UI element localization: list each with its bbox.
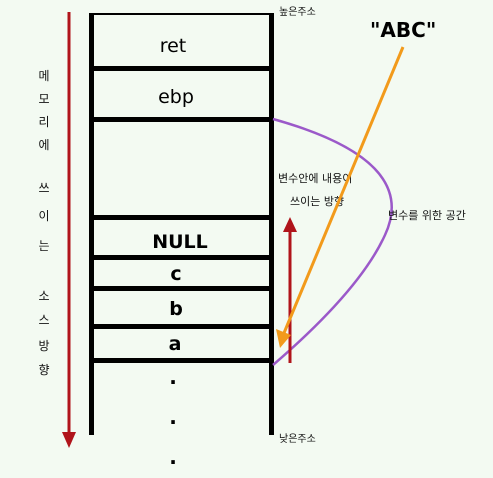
stack-cell-c: c xyxy=(170,263,181,285)
variable-write-direction-arrow xyxy=(283,217,297,363)
variable-arrow-head xyxy=(283,217,297,232)
write-direction-char: 리 xyxy=(38,115,49,129)
stack-cell-ebp: ebp xyxy=(158,86,194,108)
stack-left-border xyxy=(89,13,94,435)
input-arrow-shaft xyxy=(282,46,405,334)
variable-write-direction-line1: 변수안에 내용이 xyxy=(278,172,352,185)
direction-arrow-head xyxy=(62,432,76,448)
input-string-arrow xyxy=(276,46,405,348)
stack-cell-ret: ret xyxy=(160,35,187,57)
continuation-dot: . xyxy=(169,405,177,429)
variable-space-label: 변수를 위한 공간 xyxy=(388,209,466,222)
stack-cell-divider xyxy=(91,117,272,122)
write-direction-char: 소 xyxy=(38,289,49,303)
write-direction-char: 는 xyxy=(38,239,49,253)
write-direction-label: 메 모 리 에 쓰 이 는 소 스 방 향 xyxy=(38,69,49,377)
stack-cell-divider xyxy=(91,324,272,329)
stack-cell-null: NULL xyxy=(152,231,208,253)
write-direction-char: 모 xyxy=(38,92,49,106)
variable-space-brace xyxy=(272,117,393,366)
write-direction-char: 에 xyxy=(38,138,49,152)
stack-cell-divider xyxy=(91,358,272,363)
input-arrow-head xyxy=(276,329,291,348)
write-direction-char: 스 xyxy=(38,313,49,327)
stack-cell-divider xyxy=(91,255,272,260)
stack-cell-a: a xyxy=(169,333,182,355)
low-address-label: 낮은주소 xyxy=(279,433,316,445)
stack-cell-divider xyxy=(91,215,272,220)
continuation-dot: . xyxy=(169,445,177,469)
memory-write-direction-arrow xyxy=(62,12,76,448)
input-string-label: "ABC" xyxy=(370,18,436,42)
write-direction-char: 이 xyxy=(38,209,49,223)
stack-top-border xyxy=(91,13,271,15)
stack-frame xyxy=(89,13,274,435)
stack-right-border xyxy=(269,13,274,435)
continuation-dot: . xyxy=(169,365,177,389)
write-direction-char: 향 xyxy=(38,363,49,377)
write-direction-char: 쓰 xyxy=(38,181,49,195)
write-direction-char: 방 xyxy=(38,339,49,353)
high-address-label: 높은주소 xyxy=(279,6,316,18)
stack-cell-divider xyxy=(91,66,272,71)
variable-write-direction-line2: 쓰이는 방향 xyxy=(290,195,344,208)
stack-cell-b: b xyxy=(169,298,183,320)
write-direction-char: 메 xyxy=(38,69,49,83)
stack-cell-divider xyxy=(91,286,272,291)
